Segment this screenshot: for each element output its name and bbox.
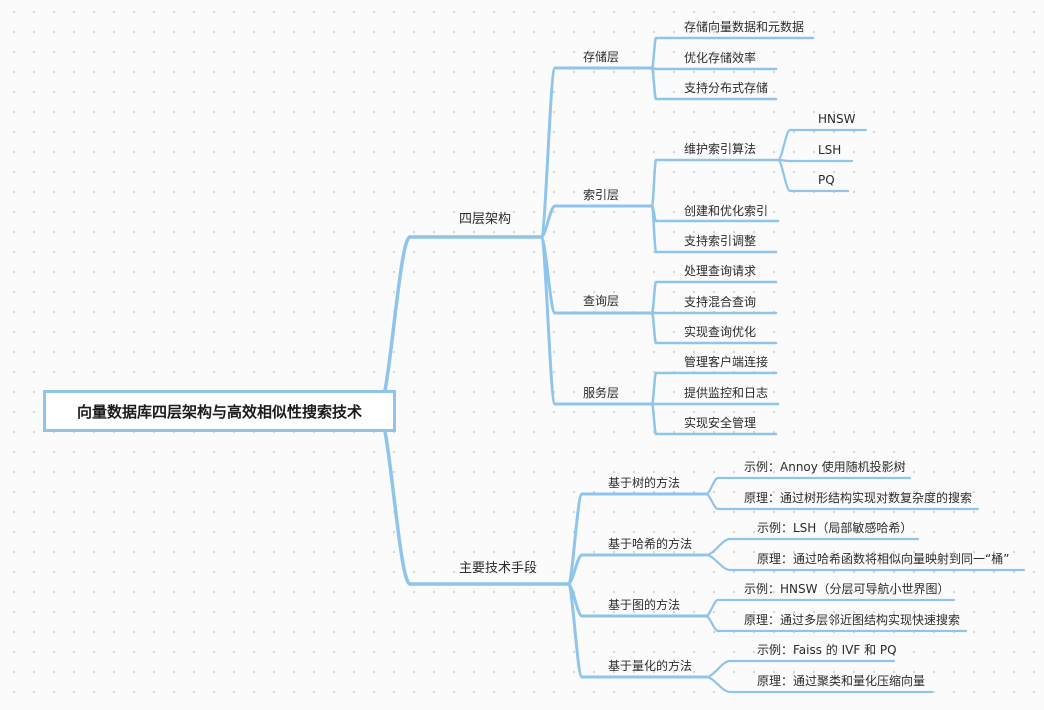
root-topic[interactable]: 向量数据库四层架构与高效相似性搜索技术	[43, 390, 396, 432]
leaf-optimize-storage[interactable]: 优化存储效率	[684, 51, 757, 65]
connector-curve	[704, 659, 732, 679]
connector-curve	[650, 66, 658, 101]
leaf-hnsw[interactable]: HNSW	[818, 112, 856, 126]
leaf-tree-example[interactable]: 示例：Annoy 使用随机投影树	[744, 460, 906, 474]
connector-curve	[566, 582, 584, 679]
node-hash-based-method[interactable]: 基于哈希的方法	[608, 537, 693, 551]
connector-curve	[539, 66, 557, 239]
leaf-graph-principle[interactable]: 原理：通过多层邻近图结构实现快速搜索	[744, 613, 961, 627]
connector-curve	[539, 235, 557, 406]
connector-curve	[650, 311, 658, 345]
connector-curve	[650, 402, 658, 436]
node-maintain-index-algorithms[interactable]: 维护索引算法	[684, 142, 757, 156]
connector-curve	[650, 158, 658, 208]
branch-four-layer-architecture[interactable]: 四层架构	[459, 212, 512, 227]
connector-curve	[650, 36, 658, 70]
leaf-lsh[interactable]: LSH	[818, 143, 842, 157]
leaf-handle-query-requests[interactable]: 处理查询请求	[684, 264, 757, 278]
node-service-layer[interactable]: 服务层	[583, 386, 620, 400]
connector-curve	[704, 492, 720, 511]
connector-curve	[704, 675, 732, 694]
leaf-hash-principle[interactable]: 原理：通过哈希函数将相似向量映射到同一“桶”	[757, 552, 1010, 566]
connector-curve	[704, 614, 720, 633]
leaf-hybrid-query[interactable]: 支持混合查询	[684, 295, 757, 309]
leaf-graph-example[interactable]: 示例：HNSW（分层可导航小世界图）	[744, 582, 950, 596]
connector-curve	[776, 158, 792, 193]
connector-curve	[650, 280, 658, 315]
leaf-client-connections[interactable]: 管理客户端连接	[684, 355, 769, 369]
node-index-layer[interactable]: 索引层	[583, 188, 620, 202]
leaf-pq[interactable]: PQ	[818, 173, 835, 187]
leaf-quant-example[interactable]: 示例：Faiss 的 IVF 和 PQ	[757, 643, 897, 657]
connector-curve	[704, 537, 732, 557]
leaf-query-optimization[interactable]: 实现查询优化	[684, 325, 757, 339]
leaf-support-index-tuning[interactable]: 支持索引调整	[684, 234, 757, 248]
leaf-store-vectors-metadata[interactable]: 存储向量数据和元数据	[684, 20, 805, 34]
leaf-tree-principle[interactable]: 原理：通过树形结构实现对数复杂度的搜索	[744, 491, 973, 505]
leaf-create-optimize-index[interactable]: 创建和优化索引	[684, 204, 769, 218]
node-tree-based-method[interactable]: 基于树的方法	[608, 476, 681, 490]
connector-curve	[376, 235, 412, 413]
branch-main-techniques[interactable]: 主要技术手段	[459, 561, 538, 576]
connector-curve	[704, 476, 720, 496]
connector-curve	[650, 204, 658, 254]
leaf-distributed-storage[interactable]: 支持分布式存储	[684, 81, 769, 95]
connector-curve	[566, 553, 584, 586]
leaf-quant-principle[interactable]: 原理：通过聚类和量化压缩向量	[757, 674, 926, 688]
connector-curve	[776, 128, 792, 162]
node-storage-layer[interactable]: 存储层	[583, 50, 620, 64]
connector-curve	[650, 371, 658, 406]
connector-curve	[704, 598, 720, 618]
node-graph-based-method[interactable]: 基于图的方法	[608, 598, 681, 612]
leaf-monitoring-logging[interactable]: 提供监控和日志	[684, 386, 769, 400]
connector-curve	[376, 409, 412, 586]
node-quantization-method[interactable]: 基于量化的方法	[608, 659, 693, 673]
connector-curve	[704, 553, 732, 572]
leaf-hash-example[interactable]: 示例：LSH（局部敏感哈希）	[757, 521, 913, 535]
leaf-security-management[interactable]: 实现安全管理	[684, 416, 757, 430]
node-query-layer[interactable]: 查询层	[583, 294, 620, 308]
